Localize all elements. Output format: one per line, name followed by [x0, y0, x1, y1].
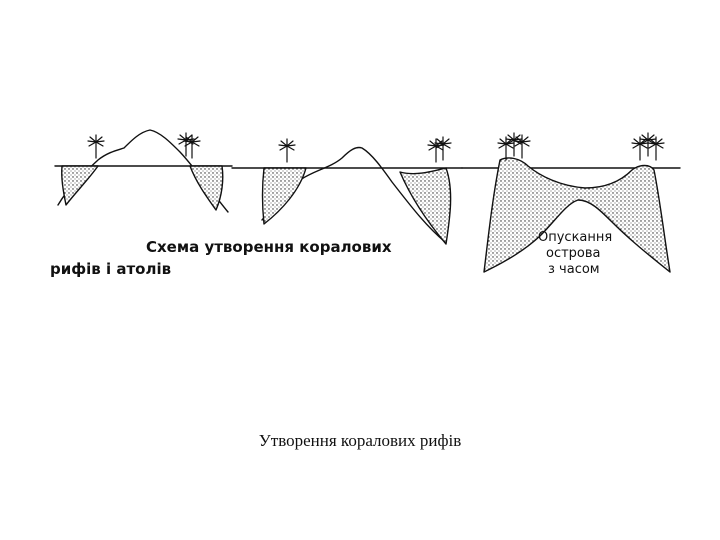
palm-tree-icon: [279, 139, 295, 162]
palm-tree-icon: [498, 137, 514, 160]
palm-tree-icon: [640, 133, 656, 156]
subsidence-note-line2: острова: [546, 246, 601, 261]
reef-2-right: [400, 168, 451, 244]
palm-tree-icon: [435, 137, 451, 160]
reef-1-left: [62, 166, 98, 205]
palm-tree-icon: [632, 137, 648, 160]
stage-barrier-reef: [232, 137, 462, 244]
reef-1-right: [190, 166, 223, 210]
palm-tree-icon: [648, 137, 664, 160]
diagram-title-line2: рифів і атолів: [50, 260, 171, 278]
reef-2-left: [263, 168, 307, 224]
palm-tree-icon: [88, 135, 104, 158]
palm-tree-icon: [506, 133, 522, 156]
diagram-title-line1: Схема утворення коралових: [146, 238, 392, 256]
subsidence-note-line1: Опускання: [538, 230, 612, 245]
stage-fringing-reef: [55, 130, 232, 212]
subsidence-note-line3: з часом: [548, 262, 600, 277]
slide-caption: Утворення коралових рифів: [0, 431, 720, 451]
